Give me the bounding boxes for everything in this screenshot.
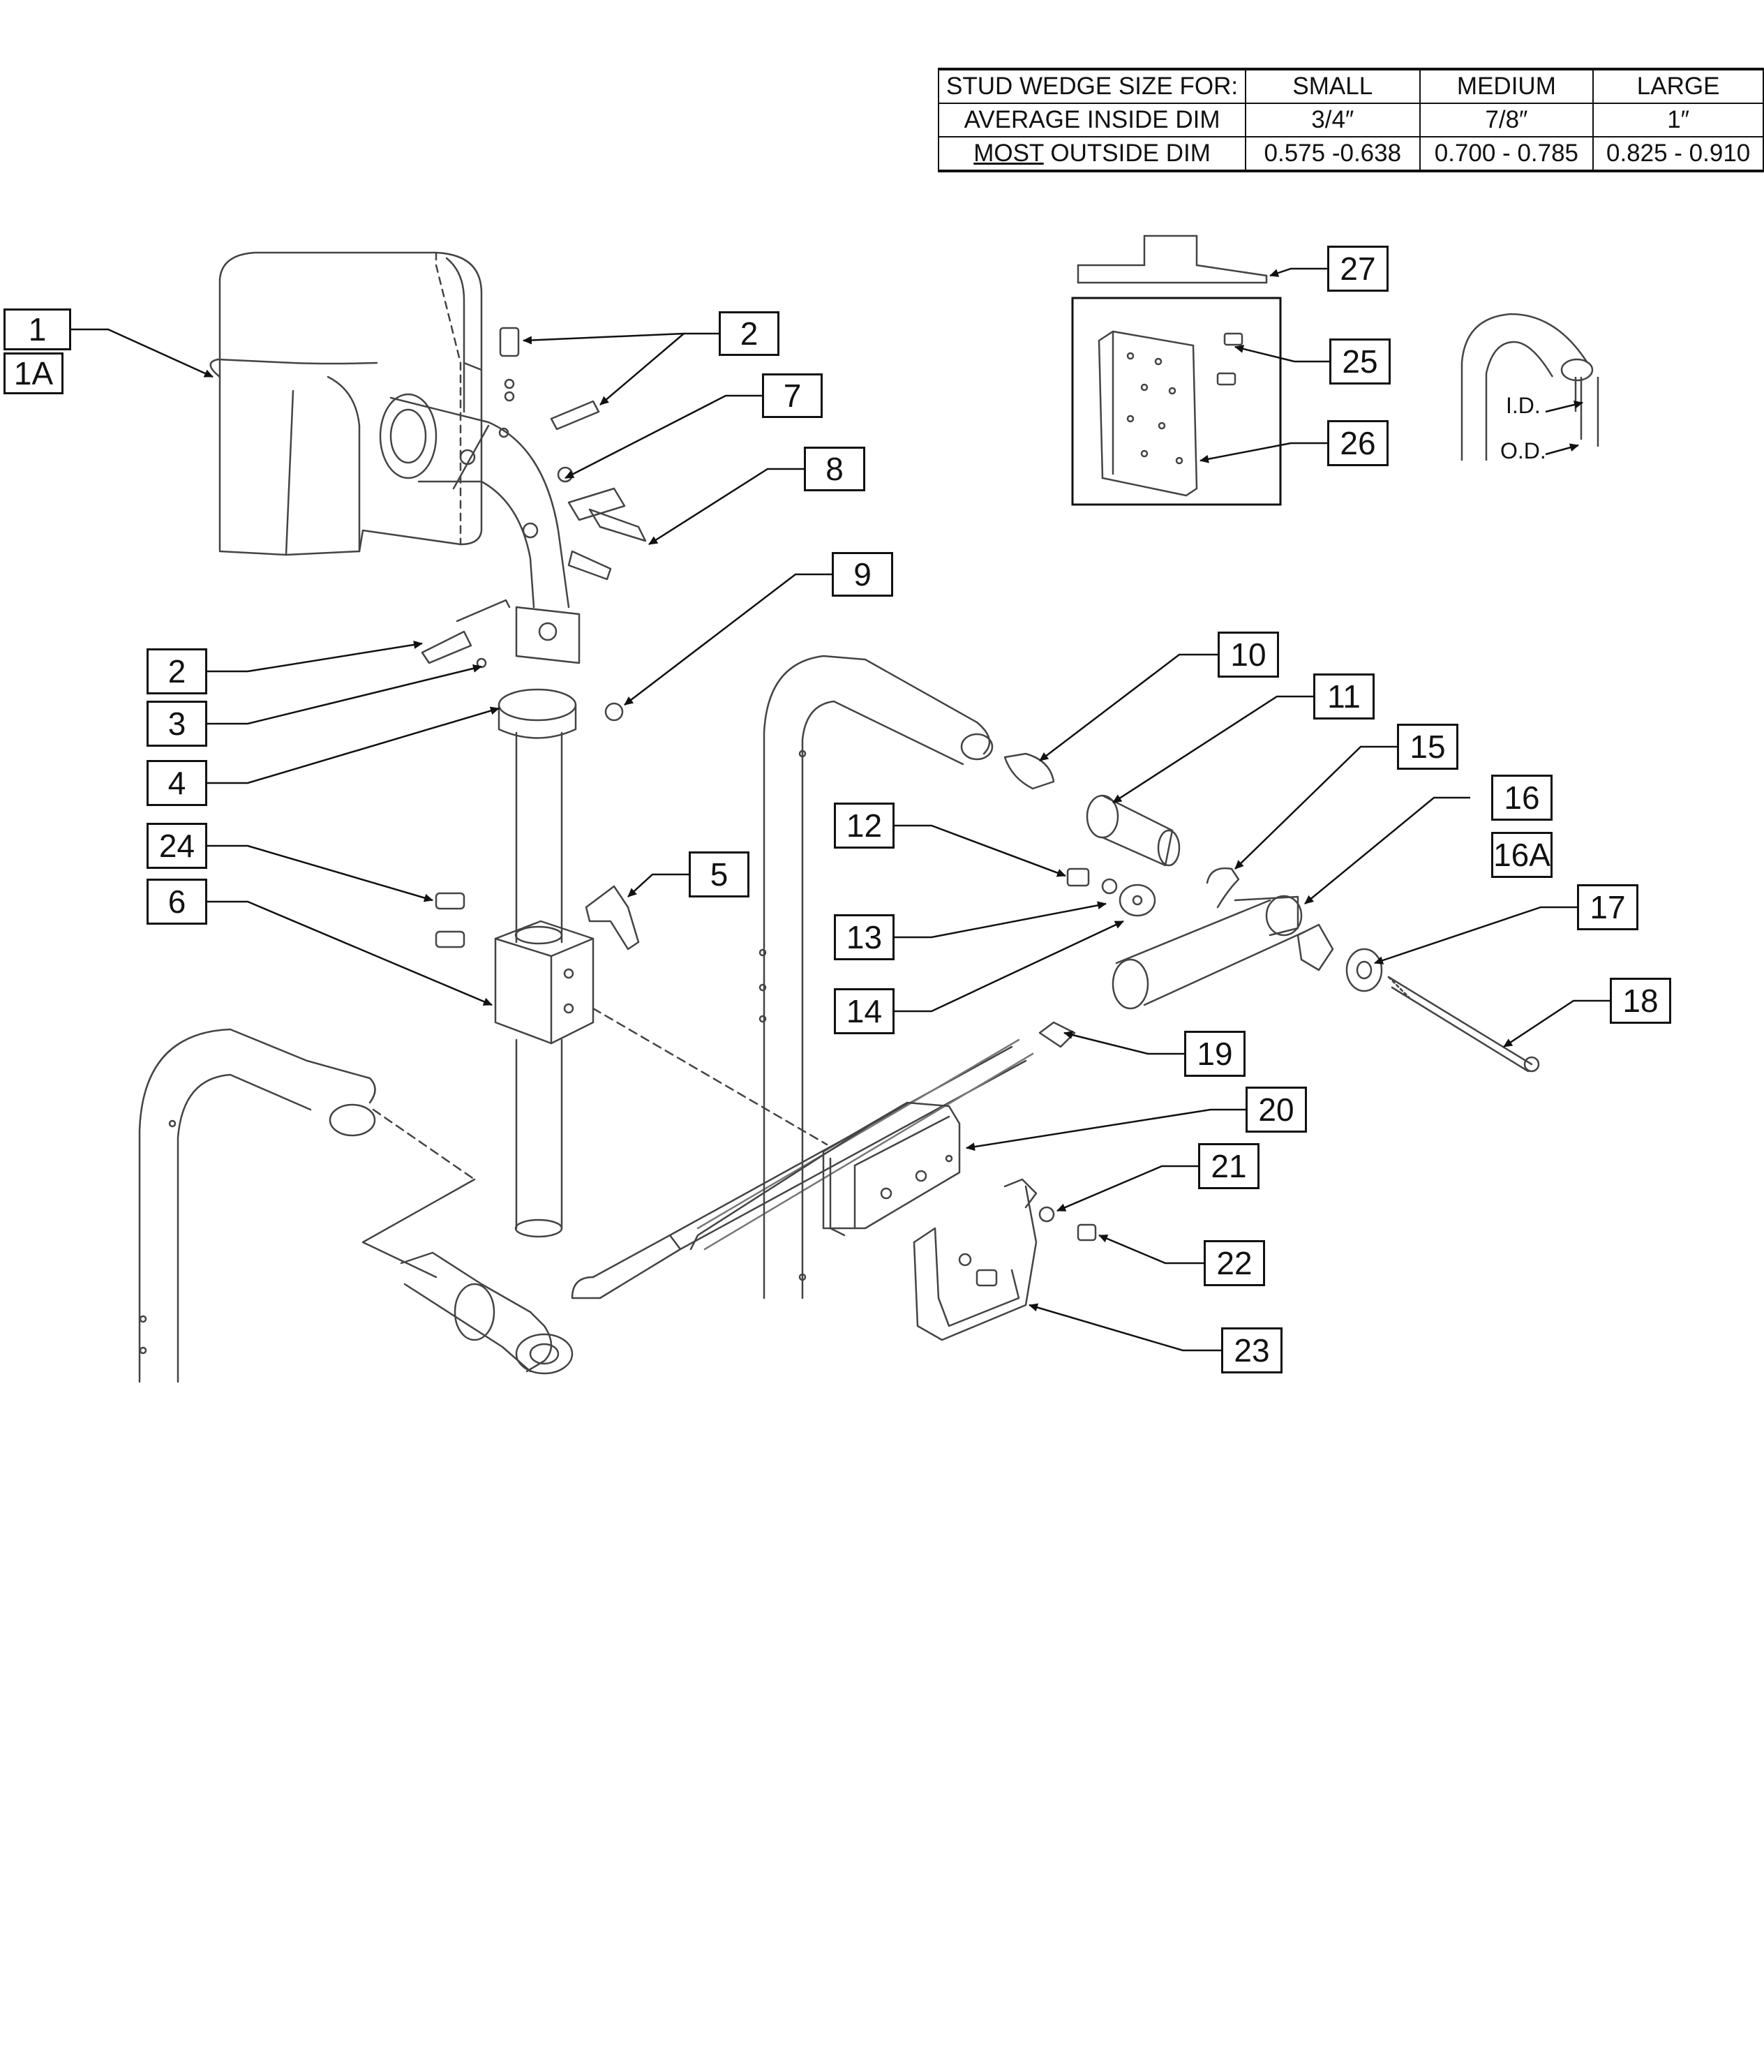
table-cell: 0.825 - 0.910: [1592, 136, 1764, 172]
callout-3: 3: [147, 701, 207, 747]
table-row: STUD WEDGE SIZE FOR: SMALL MEDIUM LARGE: [937, 68, 1764, 104]
callout-26: 26: [1327, 420, 1389, 466]
callout-1a: 1A: [3, 352, 63, 394]
outside-dim-label: OUTSIDE DIM: [1050, 140, 1211, 167]
callout-15: 15: [1397, 724, 1458, 770]
table-cell: MOST OUTSIDE DIM: [937, 136, 1247, 172]
callout-22: 22: [1204, 1240, 1265, 1286]
table-cell: LARGE: [1592, 68, 1764, 104]
od-label: O.D.: [1500, 438, 1546, 463]
table-cell: 1″: [1592, 103, 1764, 137]
stud-wedge-size-table: STUD WEDGE SIZE FOR: SMALL MEDIUM LARGE …: [937, 68, 1764, 172]
table-cell: 3/4″: [1245, 103, 1421, 137]
callout-19: 19: [1184, 1031, 1246, 1077]
callout-27: 27: [1327, 246, 1389, 292]
table-cell: MEDIUM: [1419, 68, 1594, 104]
callout-12: 12: [834, 803, 895, 849]
table-cell: STUD WEDGE SIZE FOR:: [937, 68, 1247, 104]
id-label: I.D.: [1506, 393, 1541, 418]
callout-1: 1: [3, 308, 71, 350]
callout-2-top: 2: [719, 311, 779, 356]
callout-9: 9: [832, 552, 893, 597]
table-row: MOST OUTSIDE DIM 0.575 -0.638 0.700 - 0.…: [937, 136, 1764, 172]
callout-4: 4: [147, 760, 207, 806]
callout-18: 18: [1610, 978, 1671, 1024]
table-cell: 0.575 -0.638: [1245, 136, 1421, 172]
table-cell: 0.700 - 0.785: [1419, 136, 1594, 172]
callout-14: 14: [834, 988, 895, 1034]
table-cell: SMALL: [1245, 68, 1421, 104]
callout-11: 11: [1313, 673, 1375, 720]
table-cell: AVERAGE INSIDE DIM: [937, 103, 1247, 137]
callout-21: 21: [1198, 1143, 1260, 1189]
callout-5: 5: [689, 851, 749, 897]
table-row: AVERAGE INSIDE DIM 3/4″ 7/8″ 1″: [937, 103, 1764, 137]
callout-6: 6: [147, 879, 207, 925]
callout-23: 23: [1221, 1327, 1283, 1373]
callout-20: 20: [1246, 1087, 1307, 1133]
callout-17: 17: [1577, 884, 1638, 930]
callout-2: 2: [147, 648, 207, 694]
table-cell: 7/8″: [1419, 103, 1594, 137]
callout-16a: 16A: [1491, 832, 1553, 878]
callout-7: 7: [762, 373, 823, 418]
underlined-most: MOST: [973, 140, 1044, 167]
callout-24: 24: [147, 823, 207, 869]
callout-13: 13: [834, 914, 895, 960]
callout-10: 10: [1218, 632, 1279, 678]
callout-25: 25: [1329, 338, 1391, 385]
callout-16: 16: [1491, 775, 1553, 821]
callout-8: 8: [804, 447, 865, 491]
